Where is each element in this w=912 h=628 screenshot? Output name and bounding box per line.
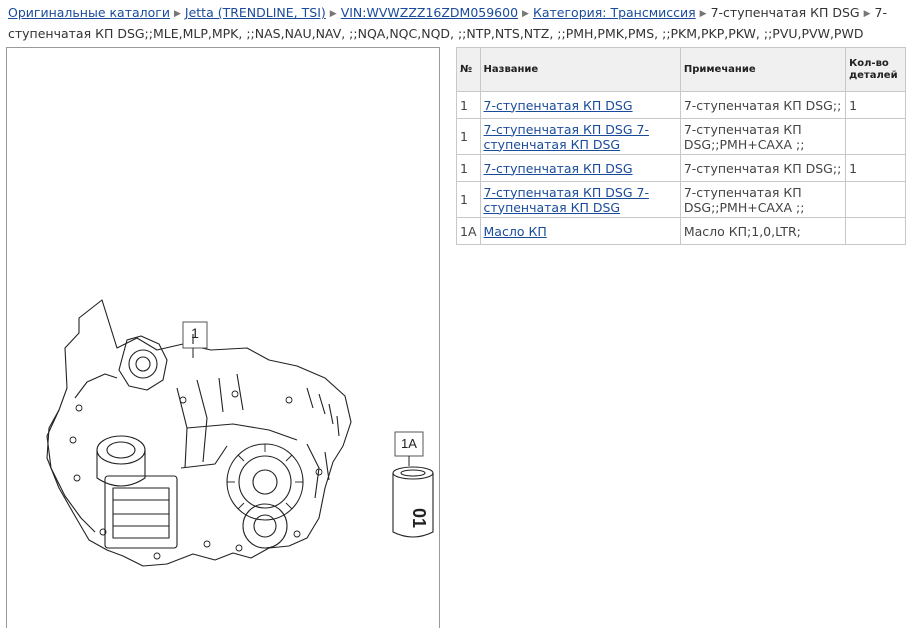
row-note: 7-ступенчатая КП DSG;; [679, 91, 847, 119]
row-num: 1 [456, 91, 481, 119]
breadcrumb: Оригинальные каталоги▶Jetta (TRENDLINE, … [8, 3, 904, 43]
row-name-link[interactable]: 7-ступенчатая КП DSG 7-ступенчатая КП DS… [483, 184, 649, 215]
breadcrumb-current-group: 7-ступенчатая КП DSG [710, 5, 860, 20]
callout-1-label: 1 [191, 325, 199, 341]
oil-can-drawing [392, 466, 434, 538]
row-qty: 1 [845, 91, 906, 119]
table-row: 1 7-ступенчатая КП DSG 7-ступенчатая КП … [456, 181, 906, 218]
row-name-link[interactable]: 7-ступенчатая КП DSG 7-ступенчатая КП DS… [483, 121, 649, 152]
row-note: 7-ступенчатая КП DSG;;PMH+CAXA ;; [679, 181, 847, 218]
row-qty [845, 118, 906, 155]
triangle-right-icon: ▶ [863, 9, 871, 19]
table-row: 1 7-ступенчатая КП DSG 7-ступенчатая КП … [456, 154, 906, 182]
header-qty: Кол-во деталей [845, 47, 906, 92]
row-name-cell: 7-ступенчатая КП DSG [479, 91, 681, 119]
row-name-cell: 7-ступенчатая КП DSG [479, 154, 681, 182]
triangle-right-icon: ▶ [329, 9, 337, 19]
header-num: № [456, 47, 481, 92]
gearbox-housing-outline [46, 299, 352, 567]
callout-1[interactable]: 1 [182, 321, 208, 358]
transmission-drawing: 01 1 1A [46, 299, 434, 567]
triangle-right-icon: ▶ [522, 9, 529, 19]
actuator-cylinder [96, 435, 146, 465]
table-row: 1 7-ступенчатая КП DSG 7-ступенчатая КП … [456, 118, 906, 155]
mechatronic-unit [104, 475, 178, 549]
oil-can-mark: 01 [409, 508, 429, 528]
row-note: 7-ступенчатая КП DSG;;PMH+CAXA ;; [679, 118, 847, 155]
row-name-link[interactable]: 7-ступенчатая КП DSG [483, 97, 633, 113]
row-note: Масло КП;1,0,LTR; [679, 217, 847, 245]
table-row: 1A Масло КП Масло КП;1,0,LTR; [456, 217, 906, 245]
breadcrumb-link-vin[interactable]: VIN:WVWZZZ16ZDM059600 [340, 5, 519, 20]
triangle-right-icon: ▶ [699, 9, 707, 19]
row-num: 1A [456, 217, 481, 245]
table-header-row: № Название Примечание Кол-во деталей [456, 47, 906, 92]
breadcrumb-link-category[interactable]: Категория: Трансмиссия [532, 5, 696, 20]
row-qty: 1 [845, 154, 906, 182]
callout-1a-label: 1A [401, 436, 417, 451]
row-qty [845, 217, 906, 245]
breadcrumb-link-catalogs[interactable]: Оригинальные каталоги [8, 5, 170, 20]
breadcrumb-current-detail: 7-ступенчатая КП DSG;;MLE,MLP,MPK, ;;NAS… [8, 5, 888, 41]
table-row: 1 7-ступенчатая КП DSG 7-ступенчатая КП … [456, 91, 906, 119]
parts-diagram: 01 1 1A [6, 47, 440, 628]
row-name-cell: 7-ступенчатая КП DSG 7-ступенчатая КП DS… [479, 181, 681, 218]
header-note: Примечание [679, 47, 847, 92]
row-num: 1 [456, 154, 481, 182]
breadcrumb-link-model[interactable]: Jetta (TRENDLINE, TSI) [184, 5, 326, 20]
row-name-link[interactable]: 7-ступенчатая КП DSG [483, 160, 633, 176]
row-name-cell: 7-ступенчатая КП DSG 7-ступенчатая КП DS… [479, 118, 681, 155]
row-name-link[interactable]: Масло КП [483, 223, 547, 239]
row-num: 1 [456, 118, 481, 155]
row-name-cell: Масло КП [479, 217, 681, 245]
callout-1a[interactable]: 1A [394, 431, 424, 466]
triangle-right-icon: ▶ [173, 9, 181, 19]
header-name: Название [479, 47, 681, 92]
row-qty [845, 181, 906, 218]
row-note: 7-ступенчатая КП DSG;; [679, 154, 847, 182]
parts-table: № Название Примечание Кол-во деталей 1 7… [456, 47, 906, 245]
row-num: 1 [456, 181, 481, 218]
